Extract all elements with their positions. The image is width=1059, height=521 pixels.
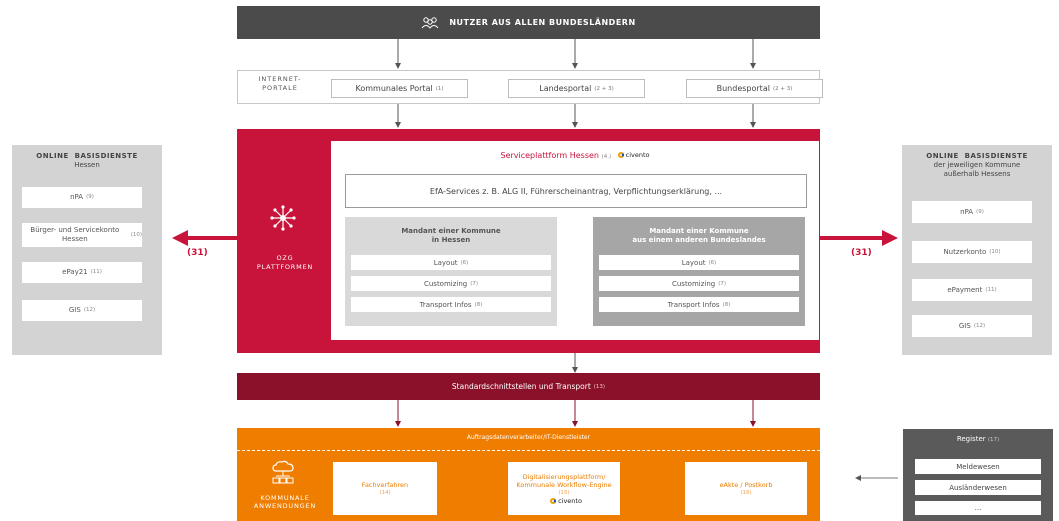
online-basisdienste-other: ONLINE BASISDIENSTE der jeweiligen Kommu… — [902, 145, 1052, 355]
mandant-title: Mandant einer Kommune in Hessen — [401, 227, 501, 244]
portal-label: Bundesportal — [716, 84, 770, 93]
left-arrow-label: (31) — [187, 248, 208, 258]
mandant-row-customizing[interactable]: Customizing(7) — [351, 276, 551, 291]
app-fachverfahren[interactable]: Fachverfahren(14) — [333, 462, 437, 515]
portal-bund[interactable]: Bundesportal (2 + 3) — [686, 79, 823, 98]
app-eakte[interactable]: eAkte / Postkorb(16) — [685, 462, 807, 515]
service-epayment[interactable]: ePayment(11) — [912, 279, 1032, 301]
internet-portals-row: INTERNET- PORTALE Kommunales Portal (1) … — [237, 70, 823, 104]
mandant-title: Mandant einer Kommune aus einem anderen … — [632, 227, 766, 244]
network-icon — [270, 205, 296, 231]
service-buergerkonto[interactable]: Bürger- und Servicekonto Hessen(10) — [22, 223, 142, 247]
mandant-row-customizing[interactable]: Customizing(7) — [599, 276, 799, 291]
portal-label: Kommunales Portal — [355, 84, 433, 93]
service-title-ref: (4.) — [601, 154, 612, 160]
efa-services-box[interactable]: EfA-Services z. B. ALG II, Führerscheina… — [345, 174, 807, 208]
mandant-row-layout[interactable]: Layout(6) — [351, 255, 551, 270]
service-nutzerkonto[interactable]: Nutzerkonto(10) — [912, 241, 1032, 263]
side-title: ONLINE BASISDIENSTE — [926, 152, 1028, 160]
portal-label: Landesportal — [539, 84, 592, 93]
users-label: NUTZER AUS ALLEN BUNDESLÄNDERN — [449, 18, 636, 27]
portal-ref: (2 + 3) — [594, 85, 614, 92]
mandant-other-state: Mandant einer Kommune aus einem anderen … — [593, 217, 805, 326]
kommunale-label: KOMMUNALE ANWENDUNGEN — [253, 494, 317, 510]
service-npa[interactable]: nPA(9) — [912, 201, 1032, 223]
cloud-network-icon — [272, 460, 294, 484]
side-subtitle: Hessen — [74, 161, 100, 169]
right-arrow-label: (31) — [851, 248, 872, 258]
service-npa[interactable]: nPA(9) — [22, 187, 142, 208]
mandant-hessen: Mandant einer Kommune in Hessen Layout(6… — [345, 217, 557, 326]
service-platform-panel: Serviceplattform Hessen (4.) civento EfA… — [331, 141, 819, 340]
service-platform-title: Serviceplattform Hessen (4.) civento — [331, 151, 819, 160]
divider — [237, 450, 820, 451]
side-title: ONLINE BASISDIENSTE — [36, 152, 138, 160]
auftragsdaten-label: Auftragsdatenverarbeiter/IT-Dienstleiste… — [466, 434, 591, 441]
register-title: Register (17) — [956, 435, 1000, 443]
register-panel: Register (17) Meldewesen Ausländerwesen … — [903, 429, 1053, 521]
portal-ref: (1) — [435, 85, 444, 92]
mandant-row-layout[interactable]: Layout(6) — [599, 255, 799, 270]
app-digitalisierungsplattform[interactable]: Digitalisierungsplattform/ Kommunale Wor… — [508, 462, 620, 515]
portal-kommunal[interactable]: Kommunales Portal (1) — [331, 79, 468, 98]
civento-logo: civento — [617, 151, 650, 159]
portal-ref: (2 + 3) — [772, 85, 793, 92]
side-subtitle: der jeweiligen Kommune außerhalb Hessens — [933, 161, 1021, 178]
register-item[interactable]: ... — [915, 501, 1041, 515]
civento-logo: civento — [550, 497, 582, 505]
users-icon — [421, 16, 439, 29]
kommunale-anwendungen: Auftragsdatenverarbeiter/IT-Dienstleiste… — [237, 428, 820, 521]
mandant-row-transport[interactable]: Transport Infos(8) — [351, 297, 551, 312]
online-basisdienste-hessen: ONLINE BASISDIENSTE Hessen nPA(9) Bürger… — [12, 145, 162, 355]
register-item[interactable]: Meldewesen — [915, 459, 1041, 474]
portal-land[interactable]: Landesportal (2 + 3) — [508, 79, 645, 98]
standard-interfaces-bar: Standardschnittstellen und Transport(13) — [237, 373, 820, 400]
service-epay21[interactable]: ePay21(11) — [22, 262, 142, 283]
service-title-text: Serviceplattform Hessen — [500, 151, 599, 160]
mandant-row-transport[interactable]: Transport Infos(8) — [599, 297, 799, 312]
internet-portals-label: INTERNET- PORTALE — [258, 75, 302, 92]
ozg-platform-label: OZG PLATTFORMEN — [256, 254, 314, 271]
register-item[interactable]: Ausländerwesen — [915, 480, 1041, 495]
service-gis[interactable]: GIS(12) — [22, 300, 142, 321]
users-bar: NUTZER AUS ALLEN BUNDESLÄNDERN — [237, 6, 820, 39]
service-gis[interactable]: GIS(12) — [912, 315, 1032, 337]
